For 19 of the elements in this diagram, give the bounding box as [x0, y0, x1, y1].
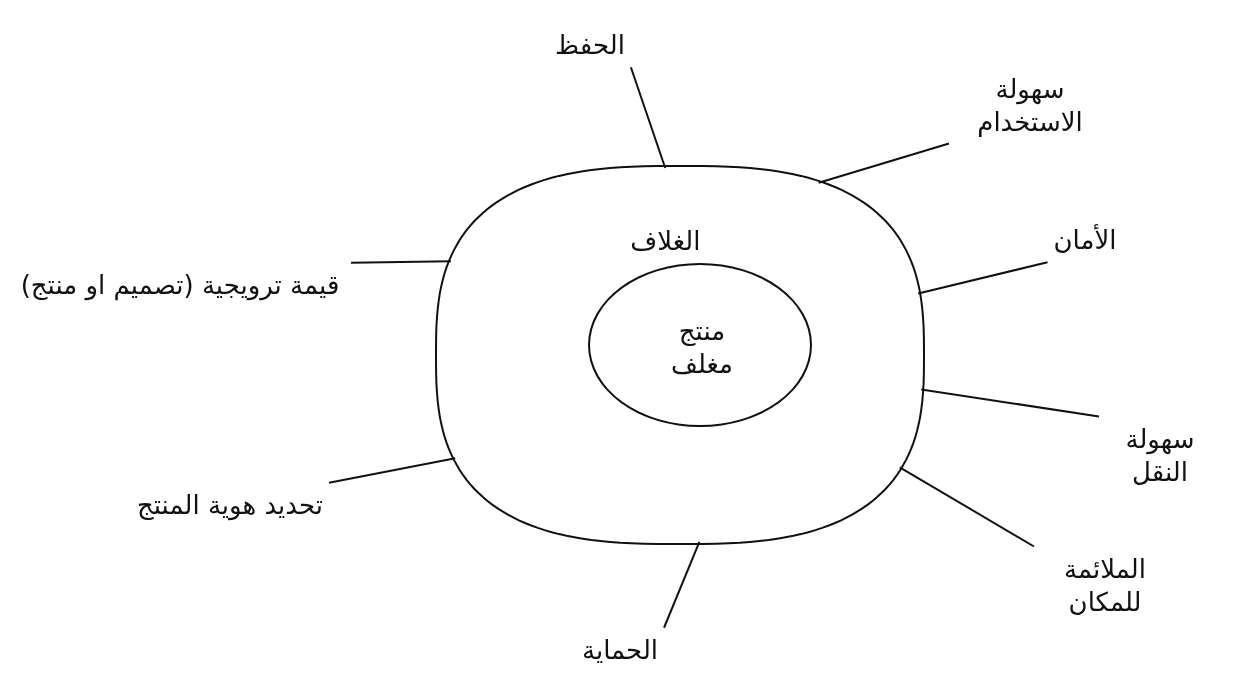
connector-line: [663, 540, 701, 629]
connector-line: [350, 260, 452, 264]
label-text: سهولة النقل: [1105, 422, 1215, 488]
connector-line: [920, 388, 1100, 418]
ellipse-label: الغلاف: [630, 224, 701, 258]
connector-line: [917, 261, 1049, 295]
ellipse-label: منتج مغلف: [670, 314, 734, 380]
connector-line: [629, 66, 667, 169]
label-text: الحماية: [581, 633, 659, 667]
product-ellipse: [588, 263, 812, 427]
label-text: تحديد هوية المنتج: [136, 488, 324, 522]
label-text: الملائمة للمكان: [1040, 552, 1170, 618]
connector-line: [817, 142, 950, 184]
connector-line: [898, 466, 1035, 548]
label-text: الأمان: [1053, 223, 1117, 257]
label-text: قيمة ترويجية (تصميم او منتج): [15, 268, 345, 302]
label-text: سهولة الاستخدام: [955, 72, 1105, 138]
connector-line: [328, 457, 457, 484]
label-text: الحفظ: [555, 28, 625, 62]
